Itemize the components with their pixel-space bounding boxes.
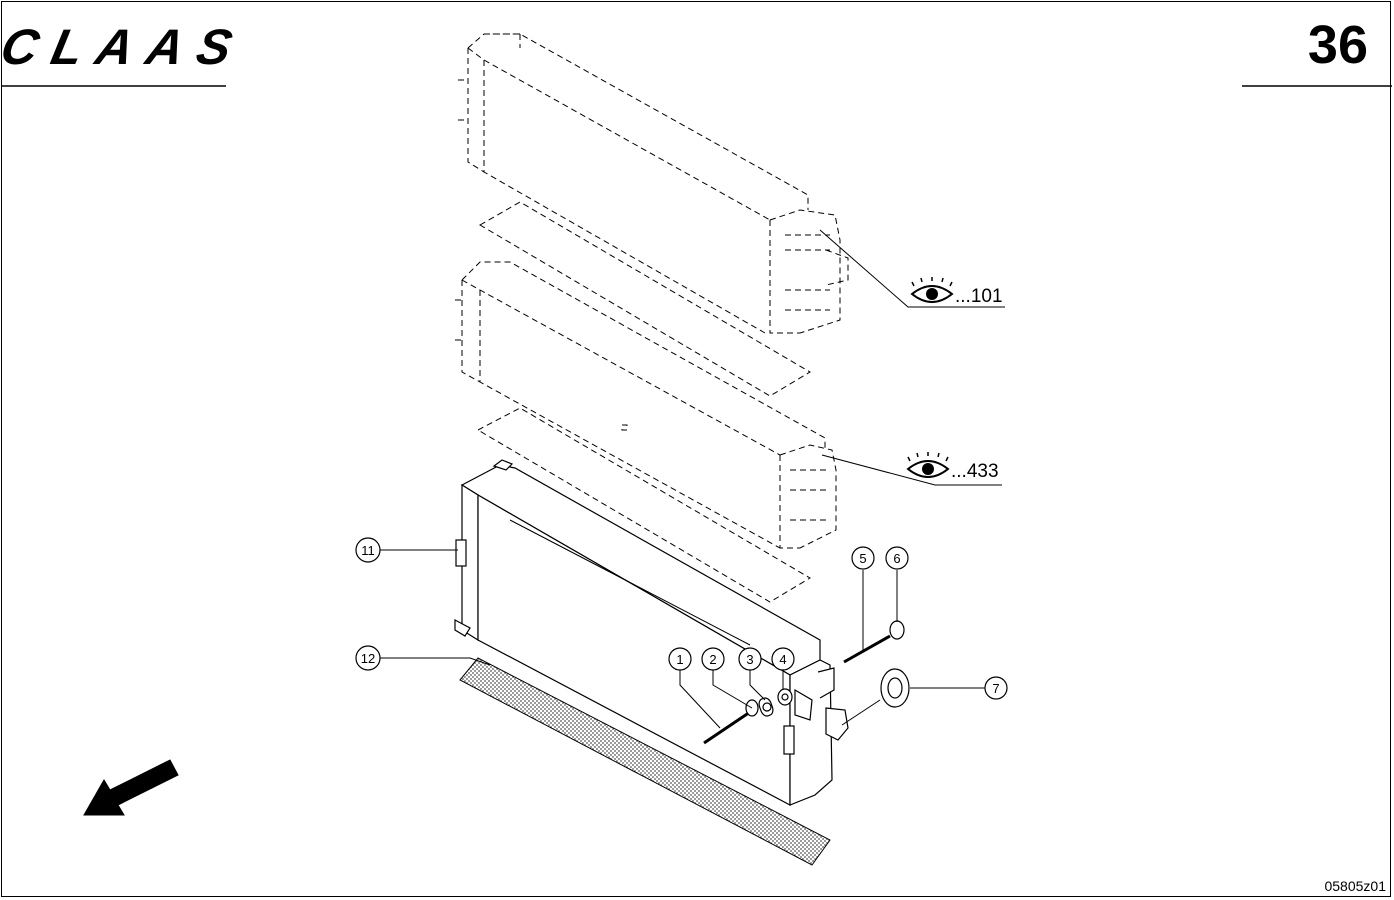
svg-text:11: 11: [361, 543, 375, 558]
svg-text:2: 2: [709, 652, 716, 667]
foam-seal: [459, 657, 831, 866]
callout-1: 1: [668, 647, 692, 671]
reference-433: ...433: [906, 452, 999, 482]
callout-2: 2: [701, 647, 725, 671]
eye-icon: [906, 452, 950, 478]
cooler-core: [454, 459, 849, 806]
reference-101: ...101: [910, 277, 1003, 307]
upper-seal-phantom: [479, 201, 811, 397]
callout-6: 6: [885, 546, 909, 570]
callout-5: 5: [851, 546, 875, 570]
svg-text:6: 6: [893, 551, 900, 566]
upper-core-phantom: [458, 33, 849, 334]
svg-text:...433: ...433: [951, 461, 999, 482]
callout-7: 7: [984, 676, 1008, 700]
svg-text:1: 1: [676, 652, 683, 667]
claas-logo: CLAAS: [0, 19, 238, 75]
middle-core-phantom: [455, 261, 837, 549]
svg-text:7: 7: [992, 681, 999, 696]
callout-11: 11: [355, 537, 381, 563]
svg-text:5: 5: [859, 551, 866, 566]
lower-seal-phantom: [476, 407, 811, 603]
callout-3: 3: [738, 647, 762, 671]
leader-lines: [370, 229, 1005, 729]
svg-text:3: 3: [746, 652, 753, 667]
callout-12: 12: [355, 645, 381, 671]
drawing-code: 05805z01: [1324, 878, 1386, 894]
page-number: 36: [1307, 15, 1368, 75]
callout-4: 4: [771, 647, 795, 671]
svg-text:...101: ...101: [955, 286, 1003, 307]
svg-text:4: 4: [779, 652, 786, 667]
eye-icon: [910, 277, 954, 303]
svg-text:12: 12: [361, 651, 375, 666]
svg-text:CLAAS: CLAAS: [0, 19, 238, 75]
front-direction-arrow: [83, 759, 179, 816]
